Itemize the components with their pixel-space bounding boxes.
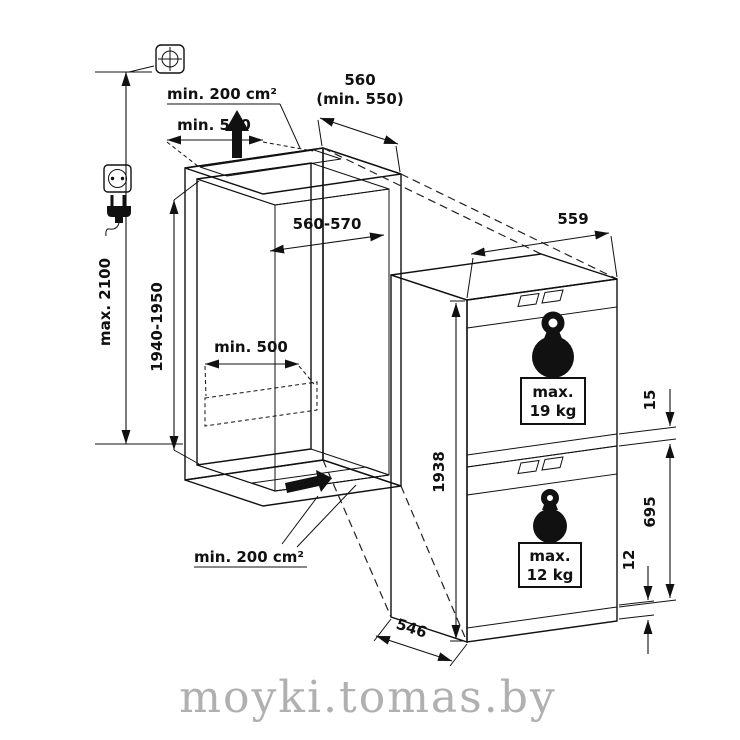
weight-icon bbox=[541, 311, 565, 335]
lower-door-load-line1: max. bbox=[529, 547, 570, 565]
niche-top-vent-strip bbox=[199, 149, 342, 177]
plinth-line bbox=[466, 606, 618, 629]
niche-height-interior-label: 1940-1950 bbox=[148, 282, 166, 372]
airflow-in-arrow bbox=[285, 470, 332, 493]
lower-door-hinge-mark bbox=[541, 456, 564, 471]
niche-clearance-top-label: min. 500 bbox=[177, 116, 251, 134]
weight-icon bbox=[532, 336, 574, 378]
niche-vent-top-label: min. 200 cm² bbox=[167, 85, 277, 103]
power-outlet-icon bbox=[103, 164, 132, 193]
upper-door-vent-strip bbox=[466, 278, 618, 329]
appliance-height-label: 1938 bbox=[430, 451, 448, 493]
appliance-depth-label: 546 bbox=[394, 615, 429, 642]
niche-clearance-bottom-label: min. 500 bbox=[214, 338, 288, 356]
appliance-width-label: 559 bbox=[557, 210, 588, 228]
appliance-top-face bbox=[390, 253, 618, 301]
niche-interior-ceiling bbox=[196, 162, 390, 206]
appliance-gap-doors-label: 15 bbox=[641, 390, 659, 411]
niche-interior-left-wall bbox=[196, 178, 276, 492]
niche-air-duct-area bbox=[204, 381, 318, 427]
upper-door-weight: max. 19 kg bbox=[520, 311, 586, 425]
niche-width-label: 560-570 bbox=[293, 215, 362, 233]
door-divider-line bbox=[466, 433, 618, 456]
appliance-lower-door-height-label: 695 bbox=[641, 496, 659, 527]
airflow-up-arrow bbox=[225, 110, 249, 158]
appliance-dimensions: 559 1938 15 695 12 546 bbox=[373, 210, 677, 667]
niche-back-wall bbox=[274, 188, 390, 492]
appliance-gap-bottom-label: 12 bbox=[620, 550, 638, 571]
weight-icon bbox=[542, 502, 558, 510]
weight-label-box bbox=[520, 377, 586, 425]
position-cross-symbol bbox=[128, 44, 185, 74]
niche-vent-bottom-label: min. 200 cm² bbox=[194, 548, 304, 566]
appliance-box: max. 19 kg max. 12 kg bbox=[390, 253, 618, 643]
niche-opening bbox=[196, 162, 312, 466]
weight-label-box bbox=[518, 542, 582, 588]
weight-icon bbox=[533, 509, 567, 543]
lower-door-load-line2: 12 kg bbox=[527, 566, 574, 584]
upper-door-load-line1: max. bbox=[532, 383, 573, 401]
upper-door-hinge-mark bbox=[541, 289, 564, 304]
lower-door-weight: max. 12 kg bbox=[518, 489, 582, 588]
niche-box bbox=[184, 110, 402, 507]
lower-door-hinge-mark bbox=[517, 459, 540, 475]
niche-top-face bbox=[184, 147, 402, 195]
niche-height-max-label: max. 2100 bbox=[96, 258, 114, 346]
niche-depth-min-label: (min. 550) bbox=[316, 90, 403, 108]
lower-door-vent-strip bbox=[466, 445, 618, 496]
niche-depth-label: 560 bbox=[344, 71, 375, 89]
niche-dimensions: max. 2100 1940-1950 min. 500 min. 200 cm… bbox=[95, 71, 404, 568]
upper-door-load-line2: 19 kg bbox=[530, 402, 577, 420]
upper-door-hinge-mark bbox=[517, 292, 540, 308]
mains-plug-icon bbox=[105, 195, 131, 237]
watermark-text: moyki.tomas.by bbox=[179, 672, 557, 723]
